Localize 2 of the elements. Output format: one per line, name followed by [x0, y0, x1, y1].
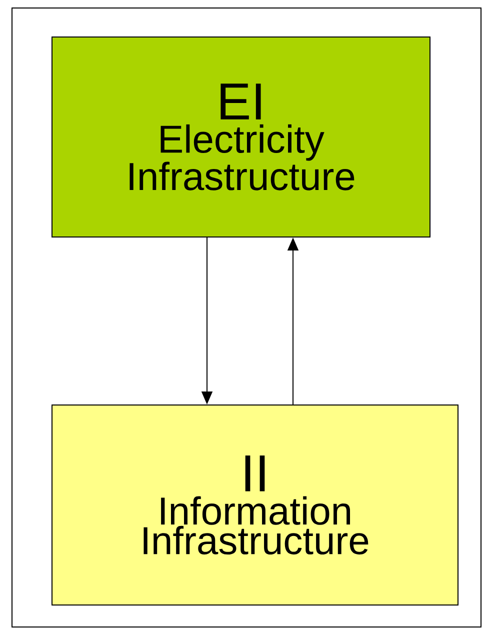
process-box: EI Electricity Infrastructure	[52, 36, 430, 238]
process-box: II Information Infrastructure	[52, 404, 458, 606]
